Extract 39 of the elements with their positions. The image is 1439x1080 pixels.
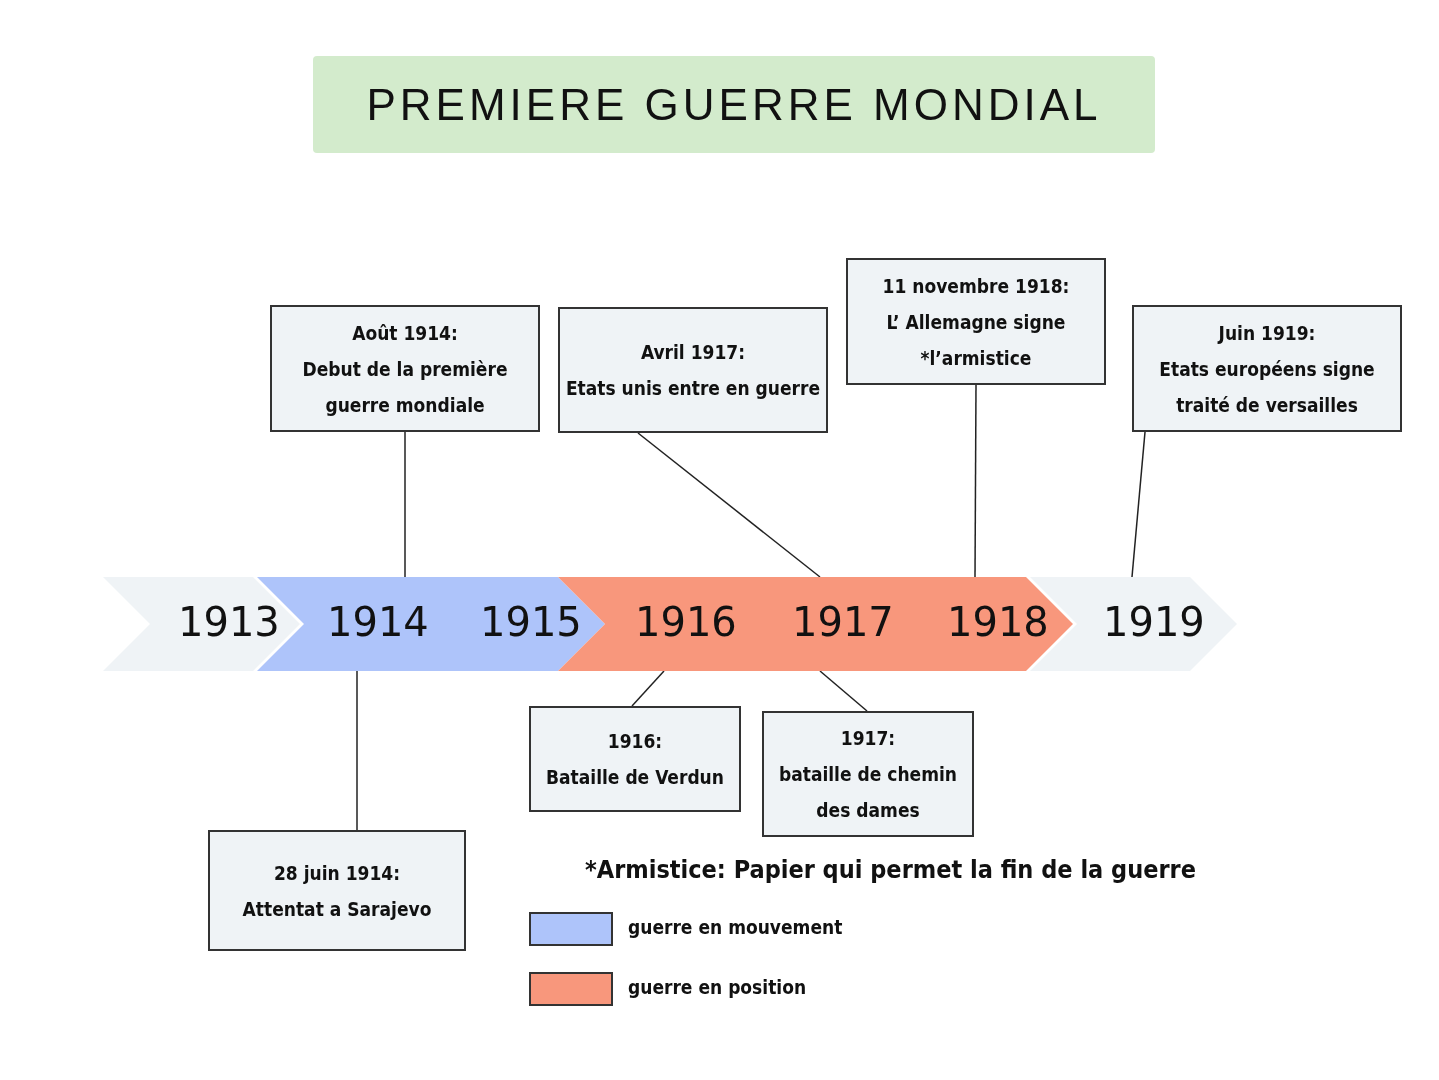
leader-line xyxy=(356,670,358,831)
event-date: Avril 1917: xyxy=(640,340,746,365)
event-description: Attentat a Sarajevo xyxy=(242,896,432,922)
leader-line xyxy=(637,432,821,578)
event-date: 11 novembre 1918: xyxy=(882,273,1070,299)
event-description: bataille de chemin des dames xyxy=(777,762,959,823)
year-label: 1919 xyxy=(1103,599,1205,645)
event-description: L’ Allemagne signe *l’armistice xyxy=(885,309,1067,371)
year-label: 1913 xyxy=(178,599,280,645)
event-box xyxy=(1132,305,1402,432)
event-date: Juin 1919: xyxy=(1218,320,1316,346)
leader-line xyxy=(631,670,665,707)
leader-line xyxy=(404,431,406,578)
title: PREMIERE GUERRE MONDIAL xyxy=(366,79,1102,130)
event-description: Bataille de Verdun xyxy=(546,765,724,790)
year-label: 1914 xyxy=(327,599,429,645)
event-description: Debut de la première guerre mondiale xyxy=(301,356,509,418)
leader-line xyxy=(1131,431,1146,578)
year-label: 1917 xyxy=(792,599,894,645)
event-box xyxy=(529,706,741,812)
legend-label: guerre en mouvement xyxy=(628,916,843,938)
event-box xyxy=(208,830,466,951)
leader-line xyxy=(974,384,977,578)
year-label: 1918 xyxy=(947,599,1049,645)
event-box xyxy=(270,305,540,432)
year-label: 1915 xyxy=(480,599,582,645)
event-date: Août 1914: xyxy=(352,320,458,346)
footnote: *Armistice: Papier qui permet la fin de la guerre xyxy=(585,855,1196,884)
event-box xyxy=(762,711,974,837)
event-box xyxy=(846,258,1106,385)
year-label: 1916 xyxy=(635,599,737,645)
event-date: 28 juin 1914: xyxy=(273,860,401,886)
leader-line xyxy=(819,670,868,712)
event-description: Etats européens signe traité de versailles xyxy=(1158,356,1376,418)
event-date: 1917: xyxy=(840,726,896,751)
legend-label: guerre en position xyxy=(628,976,807,998)
event-description: Etats unis entre en guerre xyxy=(565,376,821,401)
event-date: 1916: xyxy=(607,729,663,754)
event-box xyxy=(558,307,828,433)
